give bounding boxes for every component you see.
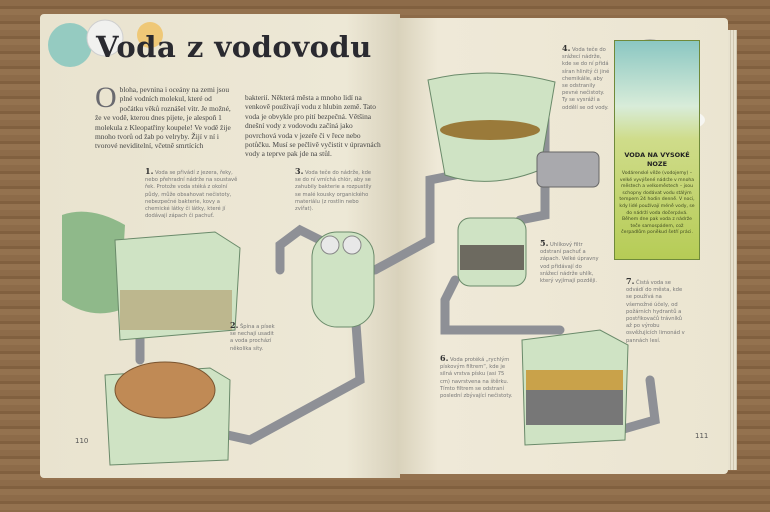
page-edges	[725, 30, 737, 470]
step-4-caption: 4. Voda teče do srážecí nádrže, kde se d…	[562, 43, 610, 111]
drop-cap: O	[95, 81, 117, 114]
carbon-filter-tank	[457, 217, 527, 287]
reservoir-lake	[62, 211, 125, 314]
water-tower-sidebar: Voda na vysoké noze Vodárenské věže (vod…	[614, 40, 700, 260]
sand-filter-tank	[521, 329, 629, 446]
page-title: Voda z vodovodu	[96, 30, 372, 64]
step-3-caption: 3. Voda teče do nádrže, kde se do ní vmí…	[295, 166, 372, 213]
sidebar-title: Voda na vysoké noze	[624, 151, 690, 168]
intro-column-2: bakterií. Některá města a mnoho lidí na …	[245, 93, 381, 159]
sieve-tank	[104, 361, 231, 466]
step-7-caption: 7. Čistá voda se odvádí do města, kde se…	[626, 276, 685, 344]
gear-decoration	[48, 19, 163, 67]
sidebar-text: Vodárenské věže (vodojemy) – velké vyvýš…	[619, 171, 695, 236]
intro-text: bloha, pevnina i oceány na zemi jsou pln…	[95, 85, 231, 151]
settling-tank	[114, 231, 241, 341]
page-number-left: 110	[75, 437, 89, 445]
step-5-caption: 5. Uhlíkový filtr odstraní pachuť a zápa…	[540, 238, 599, 285]
page-number-right: 111	[695, 432, 709, 440]
chlorine-tank	[311, 231, 375, 328]
step-6-caption: 6. Voda protéká „rychlým pískovým filtre…	[440, 353, 513, 400]
step-2-caption: 2. Špína a písek se nechají usadit a vod…	[230, 320, 275, 352]
coagulation-tank	[427, 72, 600, 188]
step-1-caption: 1. Voda se přivádí z jezera, řeky, nebo …	[145, 166, 238, 220]
